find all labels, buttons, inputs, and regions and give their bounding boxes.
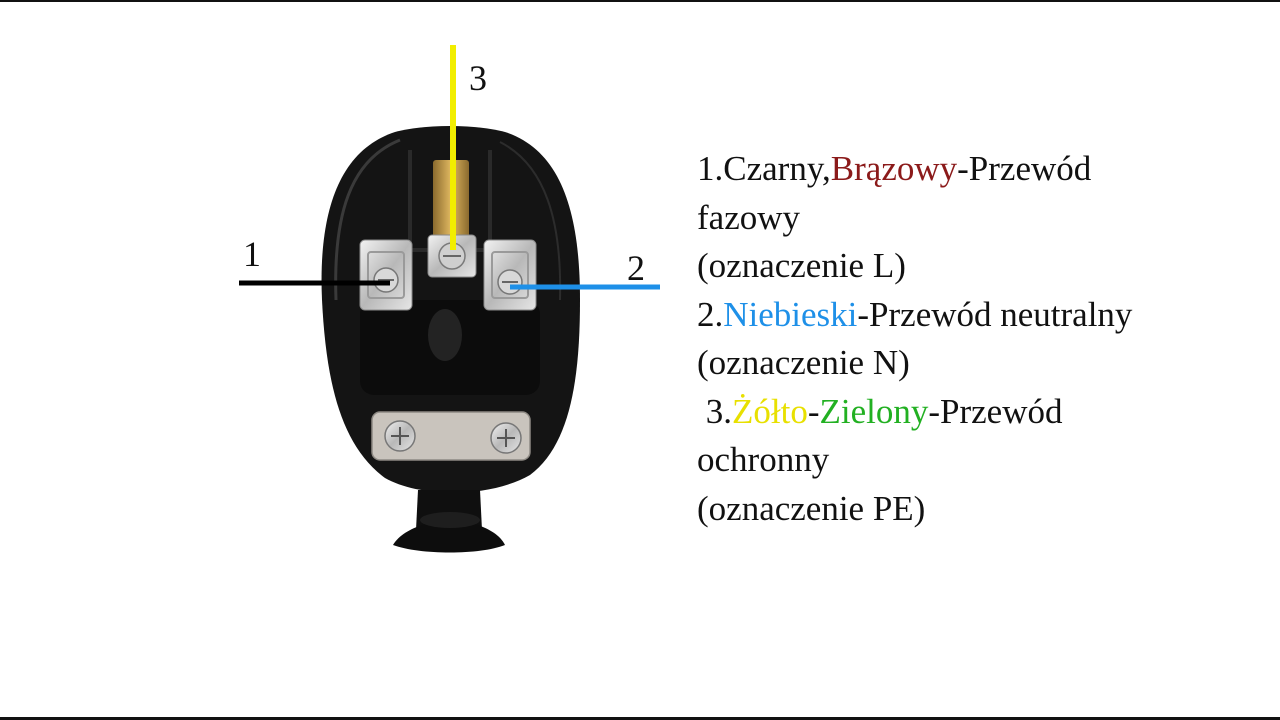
cable-clamp — [371, 411, 531, 461]
neutral-terminal — [483, 239, 537, 311]
label-3: 3 — [469, 58, 487, 98]
legend-6-prefix: 3. — [697, 391, 732, 431]
legend-line-8: (oznaczenie PE) — [697, 488, 926, 528]
legend-line-7: ochronny — [697, 440, 830, 479]
legend-line-1: 1.Czarny,Brązowy-Przewód — [697, 145, 1267, 194]
legend-6-dash: - — [807, 391, 820, 431]
bottom-border — [0, 717, 1280, 720]
phase-terminal — [359, 239, 413, 311]
wiring-legend: 1.Czarny,Brązowy-Przewód fazowy (oznacze… — [697, 145, 1267, 533]
legend-line-3: (oznaczenie L) — [697, 246, 906, 285]
legend-line-5: (oznaczenie N) — [697, 343, 910, 382]
legend-blue-word: Niebieski — [723, 294, 858, 334]
legend-green-word: Zielony — [819, 391, 929, 431]
legend-line-6: 3.Żółto-Zielony-Przewód — [697, 388, 1267, 437]
legend-4-suffix: -Przewód neutralny — [857, 294, 1133, 334]
top-border — [0, 0, 1280, 2]
legend-yellow-word: Żółto — [732, 391, 808, 431]
legend-line-4: 2.Niebieski-Przewód neutralny — [697, 291, 1267, 340]
legend-brown-word: Brązowy — [830, 149, 958, 188]
label-2: 2 — [627, 248, 645, 288]
legend-4-prefix: 2. — [697, 294, 724, 334]
legend-1-prefix: 1.Czarny, — [697, 149, 831, 188]
plug-body — [321, 126, 580, 553]
legend-line-2: fazowy — [697, 197, 801, 237]
legend-1-suffix: -Przewód — [957, 149, 1092, 188]
legend-6-suffix: -Przewód — [928, 391, 1063, 431]
label-1: 1 — [243, 234, 261, 274]
